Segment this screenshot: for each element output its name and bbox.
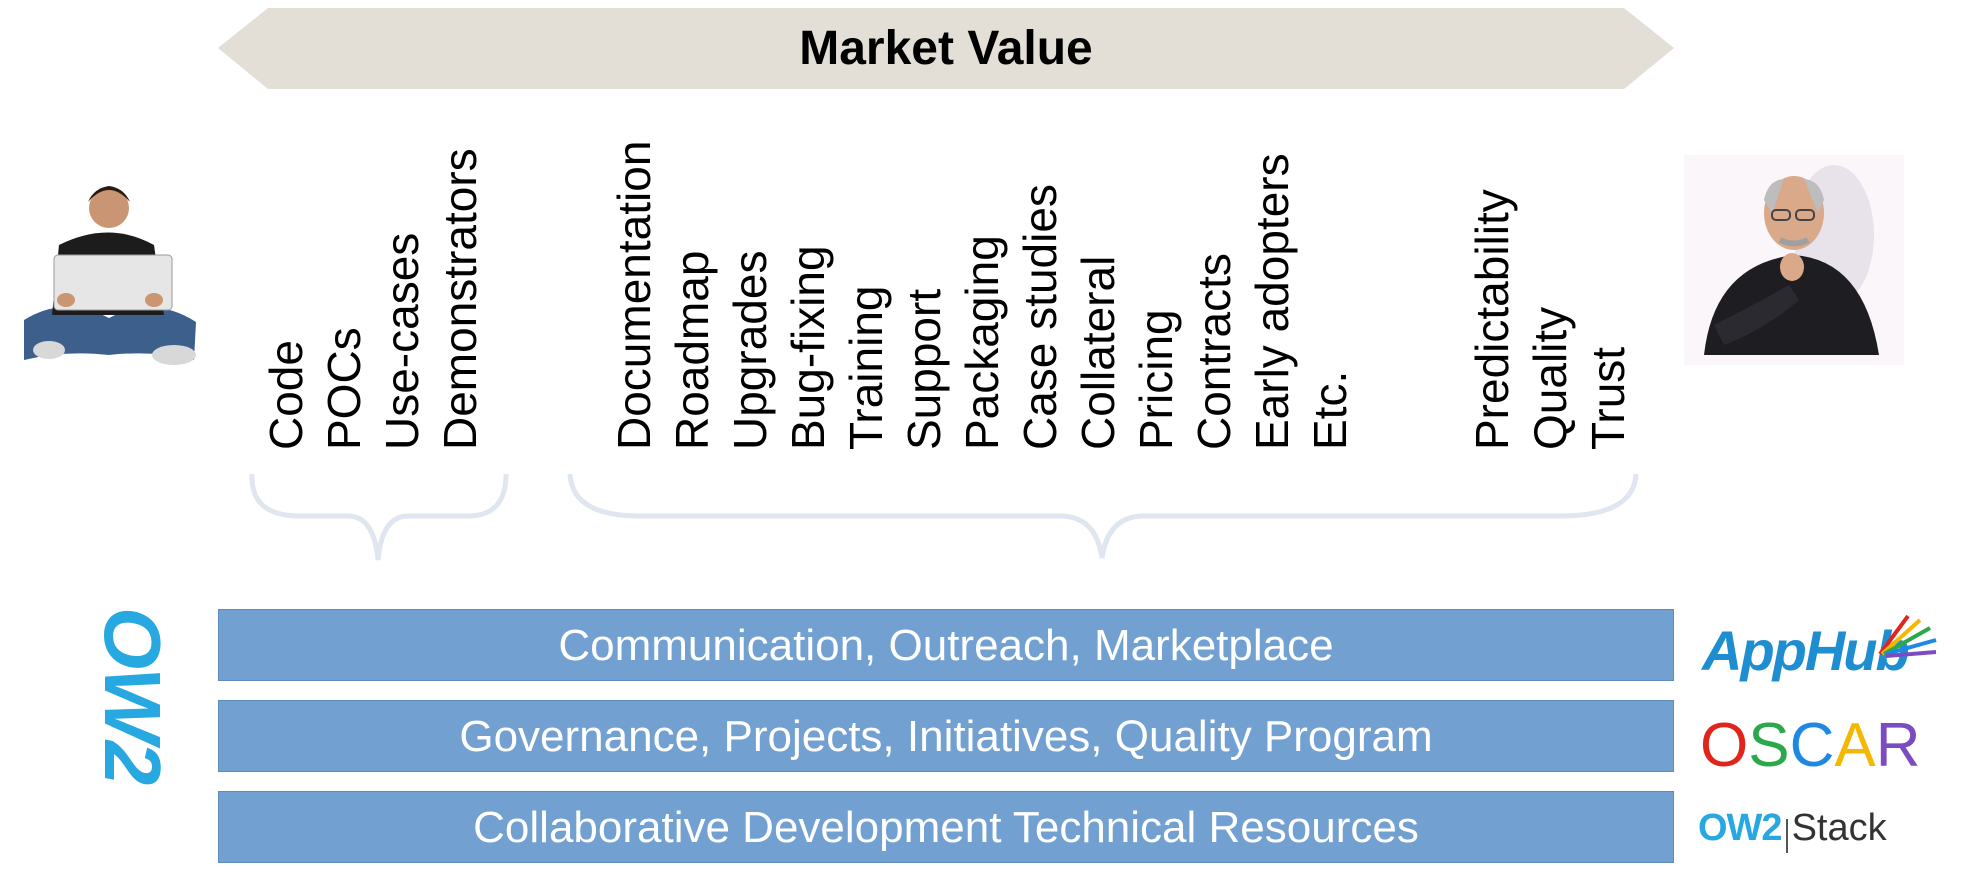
ow2stack-logo-left: OW2 xyxy=(1698,807,1783,849)
column-label: Bug-fixing xyxy=(782,245,834,450)
column-support: Support xyxy=(894,120,954,450)
column-documentation: Documentation xyxy=(604,120,664,450)
column-label: Etc. xyxy=(1304,370,1356,450)
ow2-logo: OW2 xyxy=(96,607,168,870)
oscar-letter-s: S xyxy=(1748,711,1790,780)
ow2stack-logo-right: Stack xyxy=(1791,807,1887,849)
column-bug-fixing: Bug-fixing xyxy=(778,120,838,450)
column-label: Contracts xyxy=(1188,253,1240,450)
developer-with-laptop-icon xyxy=(4,150,214,390)
column-quality: Quality xyxy=(1520,120,1580,450)
column-collateral: Collateral xyxy=(1068,120,1128,450)
column-packaging: Packaging xyxy=(952,120,1012,450)
oscar-logo: OSCAR xyxy=(1700,712,1921,780)
column-label: Demonstrators xyxy=(434,148,486,450)
oscar-letter-r: R xyxy=(1875,711,1921,780)
column-label: Predictability xyxy=(1466,189,1518,450)
layer-governance: Governance, Projects, Initiatives, Quali… xyxy=(218,700,1674,772)
oscar-letter-o: O xyxy=(1700,711,1749,780)
column-label: Pricing xyxy=(1130,309,1182,450)
column-label: POCs xyxy=(318,327,370,450)
column-label: Early adopters xyxy=(1246,153,1298,450)
column-label: Documentation xyxy=(608,140,660,450)
column-case-studies: Case studies xyxy=(1010,120,1070,450)
column-label: Trust xyxy=(1582,346,1634,450)
apphub-logo: AppHub xyxy=(1700,612,1940,686)
brace-right xyxy=(567,473,1639,559)
column-trust: Trust xyxy=(1578,120,1638,450)
column-code: Code xyxy=(256,120,316,450)
column-label: Collateral xyxy=(1072,255,1124,450)
market-value-banner: Market Value xyxy=(218,8,1674,89)
column-pocs: POCs xyxy=(314,120,374,450)
column-label: Packaging xyxy=(956,235,1008,450)
column-label: Training xyxy=(840,285,892,450)
column-pricing: Pricing xyxy=(1126,120,1186,450)
column-upgrades: Upgrades xyxy=(720,120,780,450)
column-early-adopters: Early adopters xyxy=(1242,120,1302,450)
apphub-logo-text: AppHub xyxy=(1702,619,1910,682)
banner-title: Market Value xyxy=(799,22,1093,75)
column-label: Use-cases xyxy=(376,232,428,450)
ow2-logo-text: OW2 xyxy=(96,607,168,784)
column-label: Code xyxy=(260,340,312,450)
layer-technical-resources: Collaborative Development Technical Reso… xyxy=(218,791,1674,863)
column-demonstrators: Demonstrators xyxy=(430,120,490,450)
column-label: Roadmap xyxy=(666,250,718,450)
column-use-cases: Use-cases xyxy=(372,120,432,450)
column-label: Support xyxy=(898,288,950,450)
column-roadmap: Roadmap xyxy=(662,120,722,450)
oscar-letter-c: C xyxy=(1789,711,1835,780)
column-etc: Etc. xyxy=(1300,120,1360,450)
oscar-letter-a: A xyxy=(1834,711,1876,780)
column-label: Case studies xyxy=(1014,184,1066,450)
ow2stack-divider xyxy=(1785,818,1788,853)
column-contracts: Contracts xyxy=(1184,120,1244,450)
column-label: Upgrades xyxy=(724,250,776,450)
brace-left xyxy=(249,473,509,561)
rainbow-rays-icon xyxy=(1878,614,1937,658)
column-training: Training xyxy=(836,120,896,450)
thinking-businessman-icon xyxy=(1684,155,1904,365)
banner-arrow-shape xyxy=(218,8,1674,89)
layer-communication: Communication, Outreach, Marketplace xyxy=(218,609,1674,681)
column-label: Quality xyxy=(1524,306,1576,450)
column-predictability: Predictability xyxy=(1462,120,1522,450)
